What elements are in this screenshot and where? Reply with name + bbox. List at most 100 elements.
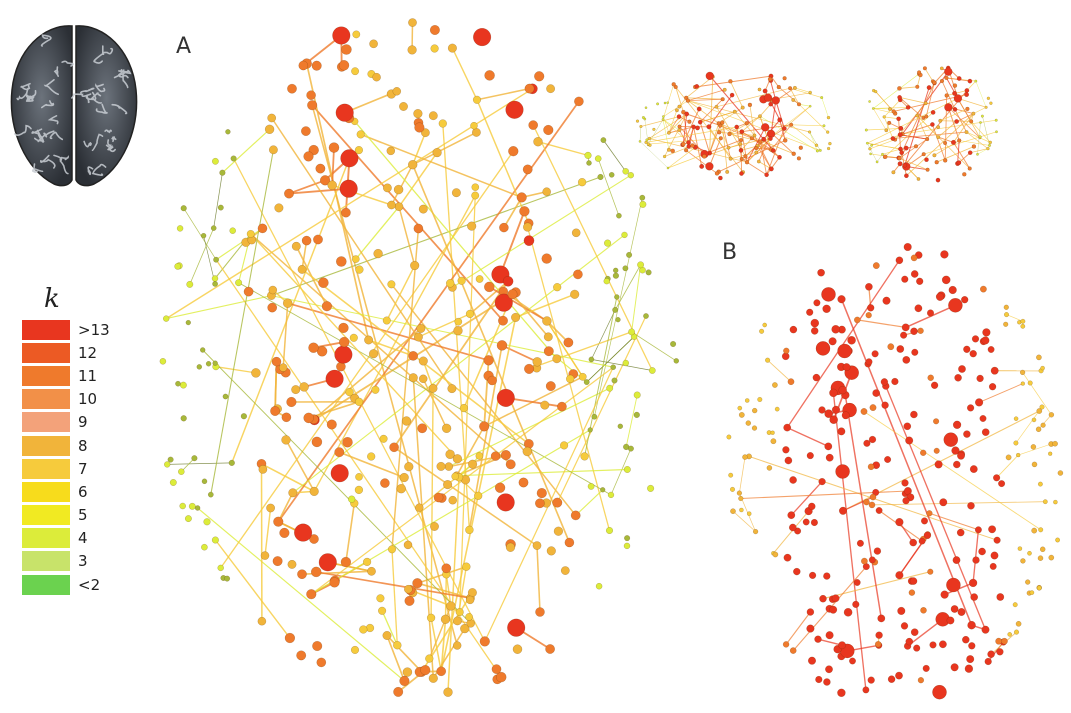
- network-node: [280, 528, 290, 538]
- network-node: [730, 93, 734, 97]
- network-node: [296, 651, 305, 660]
- network-node: [987, 97, 990, 100]
- network-node: [925, 137, 929, 141]
- network-node: [897, 607, 905, 615]
- network-node: [541, 401, 550, 410]
- network-node: [900, 332, 907, 339]
- network-node: [927, 569, 933, 575]
- network-node: [667, 167, 669, 169]
- network-node: [307, 100, 317, 110]
- network-node: [920, 450, 926, 456]
- network-node: [420, 665, 430, 675]
- network-node: [272, 357, 281, 366]
- network-node: [671, 149, 675, 153]
- network-node: [803, 519, 809, 525]
- network-node: [799, 146, 803, 150]
- network-node: [932, 81, 936, 85]
- network-node: [1048, 452, 1052, 456]
- network-edge: [739, 457, 745, 493]
- network-node: [869, 557, 875, 563]
- network-node: [896, 518, 904, 526]
- network-node: [667, 102, 669, 104]
- network-node: [408, 18, 416, 26]
- network-node: [446, 602, 455, 611]
- network-node: [585, 152, 592, 159]
- network-node: [408, 160, 417, 169]
- network-node: [745, 398, 749, 402]
- legend-label: 12: [78, 344, 97, 362]
- network-node: [553, 498, 562, 507]
- network-edge: [452, 48, 477, 100]
- network-edge: [873, 109, 886, 131]
- network-node: [725, 170, 729, 174]
- network-node: [988, 526, 995, 533]
- network-node: [640, 201, 647, 208]
- network-node: [598, 174, 604, 180]
- brain-surface-thumbnail: [4, 20, 144, 190]
- network-node: [212, 275, 218, 281]
- network-node: [297, 570, 306, 579]
- network-node: [904, 146, 908, 150]
- network-node: [1001, 638, 1007, 644]
- network-node: [430, 522, 438, 530]
- network-node: [972, 336, 979, 343]
- network-node: [982, 429, 989, 436]
- network-node: [782, 446, 789, 453]
- network-edge: [214, 173, 223, 228]
- network-node: [395, 203, 403, 211]
- network-node: [826, 631, 834, 639]
- network-node: [288, 560, 296, 568]
- network-node: [883, 115, 886, 118]
- network-node: [811, 319, 819, 327]
- network-node: [979, 121, 981, 123]
- network-node: [350, 334, 358, 342]
- network-node: [369, 40, 377, 48]
- network-node: [963, 431, 970, 438]
- network-node: [473, 96, 481, 104]
- network-node: [823, 678, 830, 685]
- network-edge: [216, 228, 262, 259]
- network-node: [754, 146, 758, 150]
- network-node: [948, 298, 962, 312]
- network-node: [918, 677, 924, 683]
- network-node: [881, 153, 884, 156]
- network-node: [717, 121, 721, 125]
- network-node: [966, 655, 974, 663]
- network-node: [441, 615, 450, 624]
- network-node: [446, 279, 454, 287]
- network-node: [291, 385, 299, 393]
- network-edge: [973, 530, 978, 583]
- network-node: [926, 168, 930, 172]
- network-node: [299, 61, 308, 70]
- network-node: [829, 337, 837, 345]
- network-node: [706, 72, 714, 80]
- network-node: [204, 518, 211, 525]
- network-node: [964, 92, 968, 96]
- network-node: [468, 460, 477, 469]
- network-node: [809, 91, 812, 94]
- network-node: [784, 424, 791, 431]
- network-node: [883, 297, 891, 305]
- network-node: [690, 144, 694, 148]
- network-node: [715, 171, 719, 175]
- network-edge: [598, 159, 619, 216]
- legend-label: <2: [78, 576, 100, 594]
- network-node: [742, 455, 747, 460]
- network-node: [318, 278, 328, 288]
- network-node: [868, 100, 870, 102]
- network-node: [763, 323, 767, 327]
- network-node: [519, 478, 528, 487]
- network-node: [869, 502, 875, 508]
- network-node: [832, 325, 840, 333]
- network-edge: [648, 119, 663, 144]
- network-node: [1021, 324, 1025, 328]
- network-node: [828, 142, 831, 145]
- network-node: [279, 364, 287, 372]
- network-node: [899, 126, 904, 131]
- network-node: [667, 148, 671, 152]
- network-node: [634, 392, 641, 399]
- network-node: [535, 607, 544, 616]
- network-node: [752, 426, 757, 431]
- network-node: [735, 125, 739, 129]
- network-edge: [431, 388, 433, 618]
